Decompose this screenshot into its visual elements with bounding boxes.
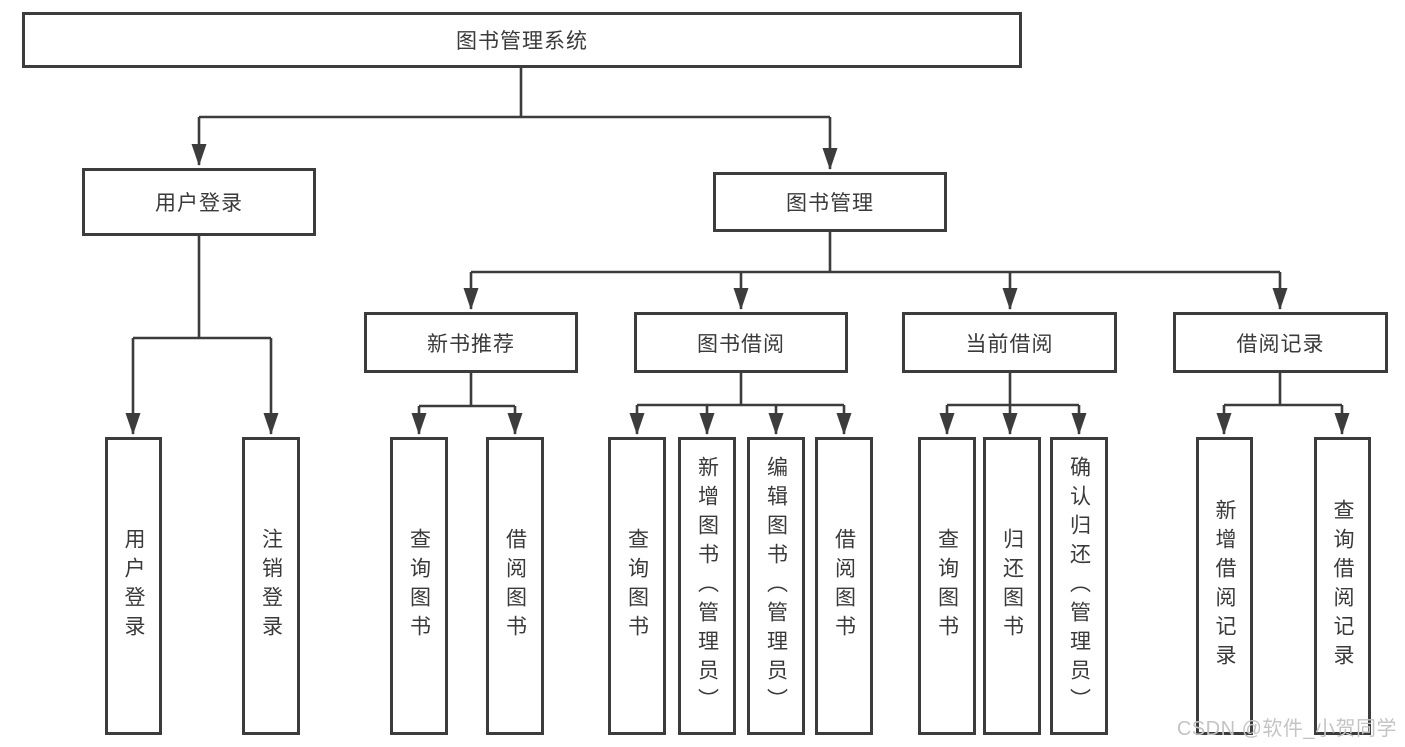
node-label: 注销登录 (259, 528, 283, 644)
node-label: 编辑图书（管理员） (764, 455, 788, 717)
leaf-edit-book-admin: 编辑图书（管理员） (747, 437, 805, 735)
node-label: 查询图书 (625, 528, 649, 644)
node-label: 借阅记录 (1236, 332, 1325, 356)
csdn-watermark: CSDN @软件_小贺同学 (1176, 718, 1397, 740)
node-label: 确认归还（管理员） (1067, 455, 1091, 717)
node-book-borrowing: 图书借阅 (634, 312, 848, 373)
node-label: 当前借阅 (965, 332, 1054, 356)
leaf-query-books-borrowing: 查询图书 (608, 437, 666, 735)
node-label: 查询图书 (407, 528, 431, 644)
node-label: 借阅图书 (503, 528, 527, 644)
node-label: 查询图书 (935, 528, 959, 644)
leaf-query-books-recommend: 查询图书 (390, 437, 448, 735)
node-label: 归还图书 (1000, 528, 1024, 644)
leaf-return-books: 归还图书 (983, 437, 1041, 735)
node-borrowing-records: 借阅记录 (1173, 312, 1388, 373)
node-label: 用户登录 (155, 192, 243, 215)
node-book-management: 图书管理 (713, 172, 947, 232)
leaf-user-login: 用户登录 (105, 437, 162, 735)
leaf-borrow-books-recommend: 借阅图书 (486, 437, 544, 735)
node-label: 新书推荐 (427, 332, 515, 356)
node-label: 新增图书（管理员） (695, 455, 719, 717)
leaf-query-books-current: 查询图书 (918, 437, 976, 735)
node-label: 图书借阅 (697, 332, 785, 356)
leaf-confirm-return-admin: 确认归还（管理员） (1050, 437, 1108, 735)
node-label: 图书管理系统 (456, 30, 588, 53)
node-label: 用户登录 (122, 528, 145, 644)
node-library-management-system: 图书管理系统 (22, 12, 1022, 68)
node-label: 查询借阅记录 (1331, 499, 1354, 673)
node-label: 借阅图书 (832, 528, 856, 644)
node-user-login: 用户登录 (82, 168, 316, 236)
leaf-borrow-books-borrowing: 借阅图书 (815, 437, 873, 735)
leaf-logout: 注销登录 (242, 437, 300, 735)
node-current-borrowing: 当前借阅 (902, 312, 1117, 373)
leaf-add-borrow-record: 新增借阅记录 (1196, 437, 1253, 735)
node-new-book-recommendation: 新书推荐 (364, 312, 578, 373)
leaf-add-book-admin: 新增图书（管理员） (678, 437, 736, 735)
node-label: 图书管理 (786, 192, 874, 215)
node-label: 新增借阅记录 (1213, 499, 1236, 673)
leaf-query-borrow-record: 查询借阅记录 (1314, 437, 1371, 735)
